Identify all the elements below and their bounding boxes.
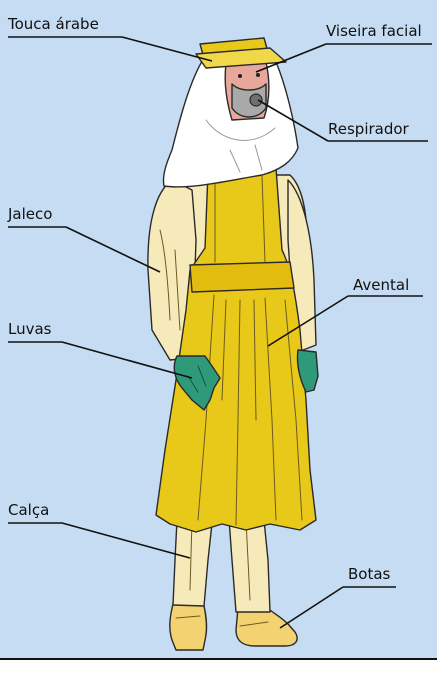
label-viseira-facial: Viseira facial: [326, 22, 422, 40]
label-jaleco: Jaleco: [7, 205, 52, 223]
label-touca-arabe: Touca árabe: [7, 15, 99, 33]
label-avental: Avental: [353, 276, 409, 294]
label-luvas: Luvas: [8, 320, 52, 338]
label-respirador: Respirador: [328, 120, 410, 138]
label-botas: Botas: [348, 565, 391, 583]
respirator-filter: [250, 94, 262, 106]
label-calca: Calça: [8, 501, 49, 519]
apron-waist-tie: [190, 262, 294, 292]
